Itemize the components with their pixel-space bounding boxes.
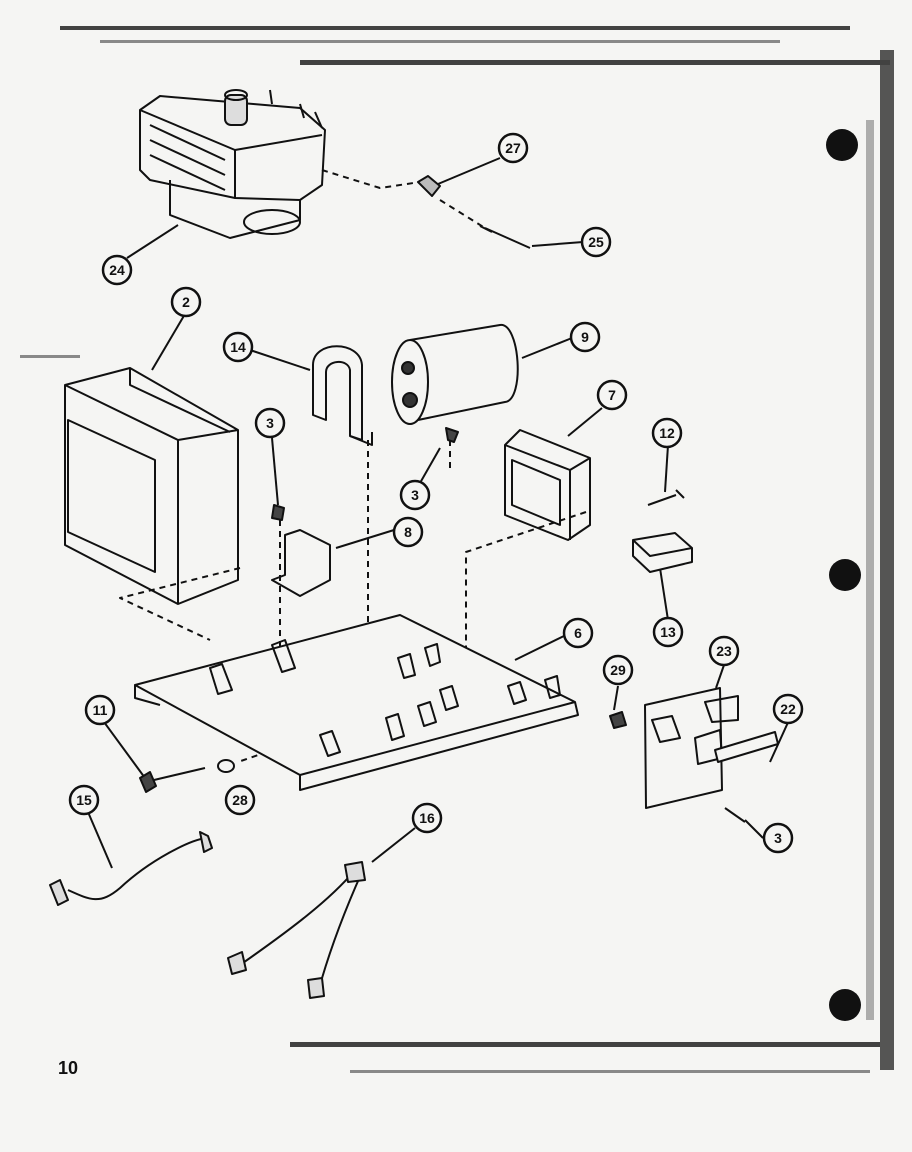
callout-label: 13 [660,624,676,640]
callout-circle [562,617,594,649]
callout-label: 12 [659,425,675,441]
callout-circle [497,132,529,164]
scan-border [20,26,894,1073]
callout-label: 29 [610,662,626,678]
screw-part [479,225,531,249]
callout-number: 2 [170,286,202,318]
callout-number: 7 [596,379,628,411]
transformer-part [64,367,239,605]
wire-harness-part [49,831,213,906]
callout-number: 3 [399,479,431,511]
callout-number: 16 [411,802,443,834]
callout-circle [399,479,431,511]
callout-number: 29 [602,654,634,686]
callout-label: 24 [109,262,125,278]
callout-label: 11 [93,702,108,718]
callout-circle [392,516,424,548]
screw-part [139,767,206,793]
callout-label: 6 [574,625,582,641]
callout-number: 3 [762,822,794,854]
base-plate-part [134,614,579,791]
binder-hole-icon [826,129,858,161]
assembly-leader-line [439,199,486,229]
callout-circle [68,784,100,816]
callout-number: 11 [84,694,116,726]
screw-part [445,427,459,443]
magnetron-part [139,89,326,239]
callout-circle [652,616,684,648]
page-number: 10 [58,1058,79,1078]
callout-number: 3 [254,407,286,439]
callout-number: 28 [224,784,256,816]
callout-label: 14 [230,339,246,355]
callout-circle [254,407,286,439]
callout-label: 25 [588,234,604,250]
filament-transformer-part [504,429,591,541]
callout-number: 27 [497,132,529,164]
callout-label: 15 [76,792,92,808]
thermal-cutout-part [417,175,441,197]
callout-label: 27 [505,140,521,156]
callout-label: 7 [608,387,616,403]
callout-number: 9 [569,321,601,353]
screw-part [647,489,685,506]
callout-circle [411,802,443,834]
callout-label: 3 [266,415,274,431]
callout-number: 12 [651,417,683,449]
callout-circle [569,321,601,353]
callout-number: 24 [101,254,133,286]
wire-harness-part [227,861,366,999]
callout-circle [762,822,794,854]
callout-circle [708,635,740,667]
capacitor-bracket-part [312,345,373,446]
callout-label: 23 [716,643,732,659]
callout-label: 2 [182,294,190,310]
callout-circle [772,693,804,725]
nut-part [609,711,627,729]
callout-number: 15 [68,784,100,816]
screw-part [271,504,285,521]
relay-part [271,529,331,597]
callout-circle [101,254,133,286]
callout-number: 22 [772,693,804,725]
callout-label: 16 [419,810,435,826]
callout-number: 13 [652,616,684,648]
washer-part [217,759,235,773]
callout-number: 14 [222,331,254,363]
callout-label: 28 [232,792,248,808]
callout-group: 24 27 25 2 14 9 7 3 3 12 8 13 6 29 23 22 11 28 15 16 3 [68,132,804,854]
callout-number: 23 [708,635,740,667]
fuse-part [714,731,779,763]
callout-number: 6 [562,617,594,649]
callout-label: 9 [581,329,589,345]
callout-circle [596,379,628,411]
callout-circle [224,784,256,816]
assembly-leader-line [321,169,421,189]
binder-hole-icon [829,559,861,591]
callout-number: 25 [580,226,612,258]
callout-label: 3 [774,830,782,846]
callout-label: 22 [780,701,796,717]
callout-circle [222,331,254,363]
callout-label: 3 [411,487,419,503]
callout-circle [84,694,116,726]
callout-label: 8 [404,524,412,540]
screw-part [724,807,746,823]
capacitor-part [391,324,519,425]
callout-circle [602,654,634,686]
callout-circle [580,226,612,258]
binder-holes [826,129,861,1021]
connector-part [632,532,693,573]
binder-hole-icon [829,989,861,1021]
callout-circle [170,286,202,318]
callout-number: 8 [392,516,424,548]
callout-circle [651,417,683,449]
